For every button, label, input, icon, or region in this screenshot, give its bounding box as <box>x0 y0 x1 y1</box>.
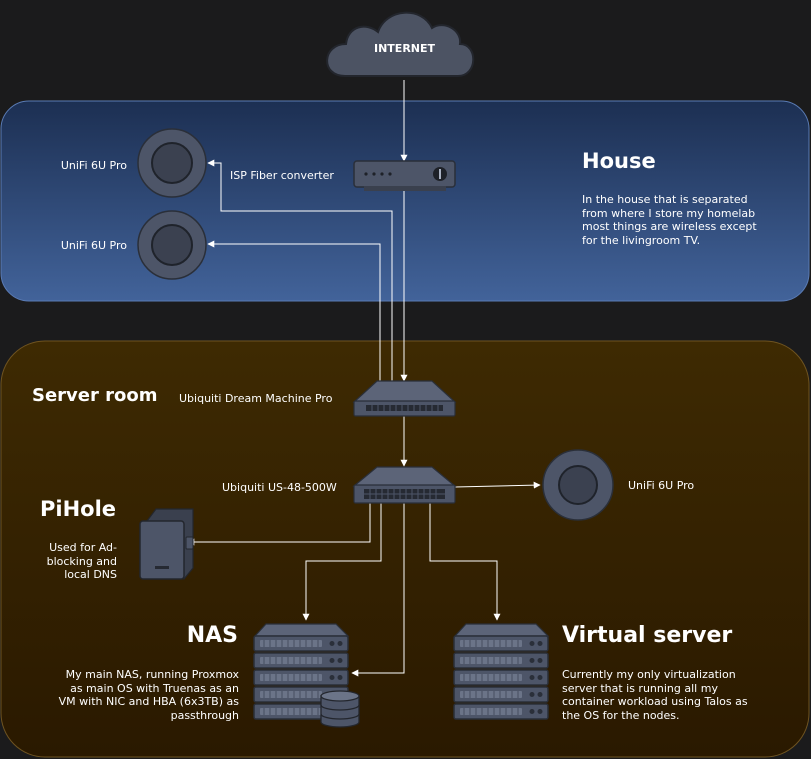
pihole-title: PiHole <box>40 497 117 521</box>
connections <box>187 80 541 677</box>
nas-server-icon <box>253 623 360 728</box>
pihole-device-icon <box>139 508 194 581</box>
internet-label: INTERNET <box>374 42 436 55</box>
server-room-title: Server room <box>32 385 158 406</box>
switch-icon <box>352 466 457 504</box>
house-ap-1-icon <box>137 128 207 198</box>
dream-machine-pro-icon <box>352 380 457 417</box>
pihole-description: Used for Ad-blocking and local DNS <box>46 541 117 581</box>
link-switch-vserver <box>429 503 501 621</box>
house-ap-2-icon <box>137 210 207 280</box>
isp-fiber-converter-label: ISP Fiber converter <box>230 169 334 182</box>
house-ap-2-label: UniFi 6U Pro <box>60 239 127 252</box>
virtual-server-description: Currently my only virtualization server … <box>562 668 748 722</box>
link-switch-pihole <box>187 503 371 546</box>
server-room-zone <box>0 340 810 758</box>
dream-machine-pro-label: Ubiquiti Dream Machine Pro <box>179 392 333 405</box>
house-title: House <box>582 149 656 173</box>
nas-description: My main NAS, running Proxmox as main OS … <box>58 668 239 722</box>
virtual-server-icon <box>453 623 550 720</box>
link-udm-ap1 <box>207 159 393 384</box>
nas-title: NAS <box>186 623 238 648</box>
server-room-ap-icon <box>542 449 614 521</box>
link-switch-ap3 <box>454 481 541 489</box>
switch-label: Ubiquiti US-48-500W <box>222 481 337 494</box>
virtual-server-title: Virtual server <box>562 623 733 648</box>
link-switch-nas <box>302 503 382 621</box>
database-icon <box>320 690 360 728</box>
link-switch-nas-2 <box>351 503 405 677</box>
isp-fiber-converter-icon <box>353 160 456 191</box>
house-description: In the house that is separated from wher… <box>582 193 757 247</box>
internet-cloud-icon <box>326 11 475 77</box>
server-room-ap-label: UniFi 6U Pro <box>628 479 695 492</box>
link-udm-ap2 <box>207 240 381 384</box>
house-ap-1-label: UniFi 6U Pro <box>60 159 127 172</box>
